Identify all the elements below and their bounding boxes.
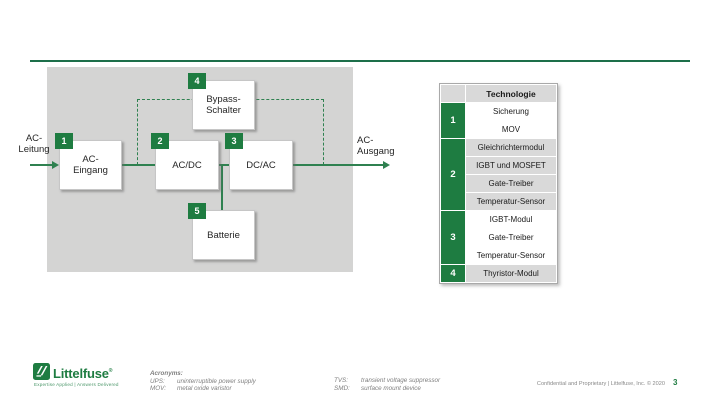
slide-divider-line — [30, 60, 690, 62]
table-header-technologie: Technologie — [466, 85, 556, 102]
table-row: 2 Gleichrichtermodul — [441, 139, 556, 210]
block-number-badge: 5 — [188, 203, 206, 219]
table-tech-cell: Gleichrichtermodul — [466, 139, 556, 156]
acronym-definition: surface mount device — [361, 384, 421, 392]
table-row: Gate-Treiber — [441, 175, 556, 192]
table-row: Temperatur-Sensor — [441, 193, 556, 210]
table-tech-cell: IGBT-Modul — [466, 211, 556, 228]
table-group-number: 4 — [441, 265, 465, 282]
block-number-badge: 3 — [225, 133, 243, 149]
acronym-abbr: TVS: — [334, 377, 348, 384]
connector-acdc-dcac — [217, 164, 229, 166]
table-row: IGBT und MOSFET — [441, 157, 556, 174]
bypass-dashed-line-left — [137, 99, 138, 165]
block-ac-dc: 2 AC/DC — [151, 133, 219, 190]
table-tech-cell: Sicherung — [466, 103, 556, 120]
table-tech-cell: Gate-Treiber — [466, 175, 556, 192]
table-header-row: Technologie — [441, 85, 556, 102]
connector-battery-line — [221, 164, 223, 211]
table-tech-cell: IGBT und MOSFET — [466, 157, 556, 174]
table-tech-cell: Gate-Treiber — [466, 229, 556, 246]
table-tech-cell: Temperatur-Sensor — [466, 193, 556, 210]
connector-output-line — [291, 164, 383, 166]
input-arrowhead-icon — [52, 161, 59, 169]
block-ac-eingang: 1 AC-Eingang — [55, 133, 122, 190]
table-row: Gate-Treiber — [441, 229, 556, 246]
block-bypass-schalter: 4 Bypass-Schalter — [188, 73, 255, 130]
connector-input-line — [30, 164, 53, 166]
acronym-abbr: MOV: — [150, 385, 166, 393]
acronym-abbr: UPS: — [150, 377, 165, 385]
block-number-badge: 2 — [151, 133, 169, 149]
block-batterie: 5 Batterie — [188, 203, 255, 260]
page-number: 3 — [673, 378, 678, 387]
acronyms-block-right: TVS: transient voltage suppressor SMD: sur… — [334, 377, 440, 392]
table-group-number: 3 — [441, 211, 465, 264]
acronym-row: TVS: transient voltage suppressor — [334, 377, 440, 385]
table-row: Temperatur-Sensor — [441, 247, 556, 264]
table-corner-cell — [441, 85, 465, 102]
connector-eingang-acdc — [120, 164, 155, 166]
acronym-row: SMD: surface mount device — [334, 385, 440, 393]
block-number-badge: 4 — [188, 73, 206, 89]
acronyms-title: Acronyms: — [150, 370, 183, 377]
block-label: AC-Eingang — [73, 154, 108, 176]
output-arrowhead-icon — [383, 161, 390, 169]
acronym-row: MOV: metal oxide varistor — [150, 385, 256, 393]
block-label: AC/DC — [172, 159, 202, 171]
block-label: Bypass-Schalter — [206, 94, 241, 116]
table-row: 3 IGBT-Modul — [441, 211, 556, 264]
littelfuse-wordmark: Littelfuse® — [53, 366, 113, 381]
technology-table: Technologie 1 Sicherung MOV 2 Gleichrich… — [439, 83, 558, 284]
bypass-dashed-line-right — [323, 99, 324, 165]
block-dc-ac: 3 DC/AC — [225, 133, 293, 190]
acronym-abbr: SMD: — [334, 384, 350, 392]
acronym-definition: transient voltage suppressor — [361, 377, 441, 384]
table-row: MOV — [441, 121, 556, 138]
table-tech-cell: Thyristor-Modul — [466, 265, 556, 282]
table-tech-cell: Temperatur-Sensor — [466, 247, 556, 264]
block-label: DC/AC — [246, 159, 276, 171]
acronyms-block-left: Acronyms: UPS: uninterruptible power supp… — [150, 370, 256, 393]
table-row: 4 Thyristor-Modul — [441, 265, 556, 282]
table-group-number: 1 — [441, 103, 465, 138]
acronym-definition: metal oxide varistor — [177, 385, 232, 393]
block-number-badge: 1 — [55, 133, 73, 149]
acronym-row: UPS: uninterruptible power supply — [150, 378, 256, 386]
table-tech-cell: MOV — [466, 121, 556, 138]
acronym-definition: uninterruptible power supply — [177, 377, 256, 385]
block-label: Batterie — [207, 229, 240, 241]
table-group-number: 2 — [441, 139, 465, 210]
registered-mark: ® — [108, 368, 113, 374]
table-row: 1 Sicherung — [441, 103, 556, 138]
label-ac-ausgang: AC- Ausgang — [357, 135, 395, 157]
littelfuse-logo-icon — [33, 363, 50, 385]
confidential-note: Confidential and Proprietary | Littelfus… — [536, 381, 665, 387]
label-ac-leitung: AC- Leitung — [18, 133, 50, 155]
logo-tagline: Expertise Applied | Answers Delivered — [34, 382, 119, 387]
